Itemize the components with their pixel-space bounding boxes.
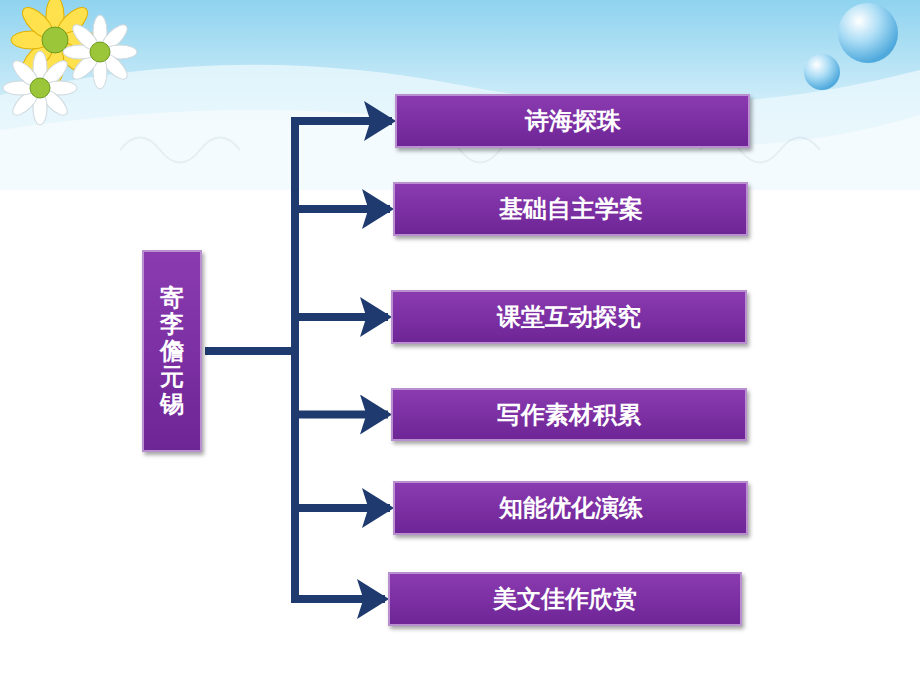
flower	[3, 0, 137, 125]
box-label: 寄李儋元锡	[160, 285, 184, 417]
section-box: 美文佳作欣赏	[388, 572, 742, 626]
section-box: 诗海探珠	[395, 94, 750, 148]
title-box: 寄李儋元锡	[142, 250, 202, 452]
section-box: 知能优化演练	[393, 481, 748, 535]
wave	[0, 65, 920, 190]
box-label: 诗海探珠	[525, 105, 621, 137]
bubble	[804, 54, 840, 90]
branch-arrow	[205, 121, 392, 351]
section-box: 写作素材积累	[391, 388, 747, 441]
box-label: 基础自主学案	[499, 193, 643, 225]
branch-arrow	[205, 209, 390, 351]
sky-band	[0, 0, 920, 190]
box-label: 知能优化演练	[499, 492, 643, 524]
box-label: 课堂互动探究	[497, 301, 641, 333]
section-box: 课堂互动探究	[391, 290, 747, 344]
section-box: 基础自主学案	[393, 182, 748, 236]
box-label: 写作素材积累	[497, 399, 641, 431]
branch-arrow	[205, 351, 385, 599]
bubble	[838, 3, 898, 63]
box-label: 美文佳作欣赏	[493, 583, 637, 615]
branch-arrow	[205, 317, 388, 351]
